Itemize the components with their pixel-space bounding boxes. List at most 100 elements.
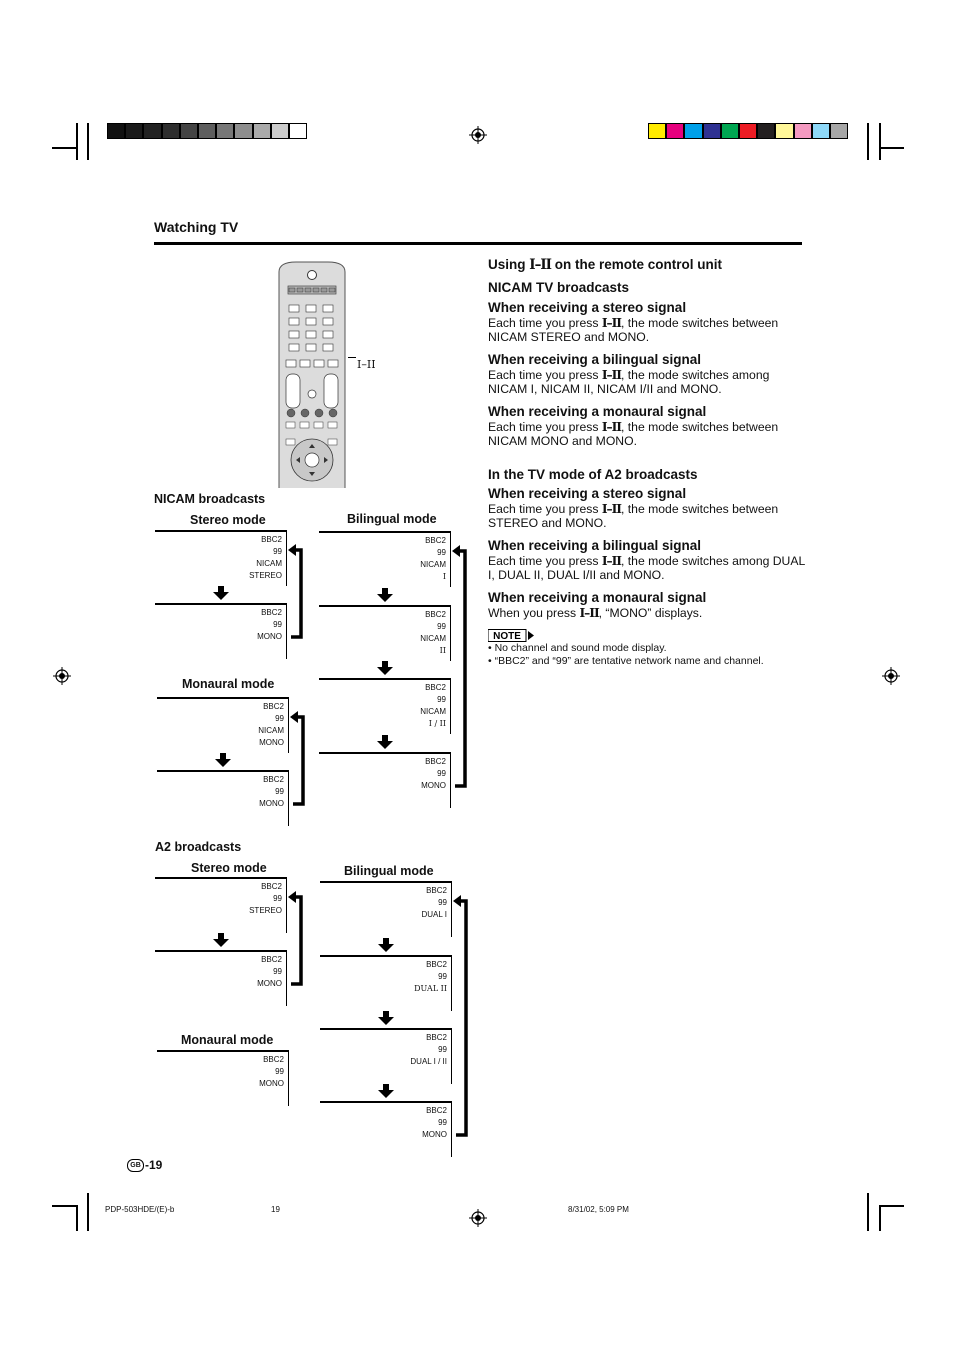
a2-stereo-title: Stereo mode	[191, 861, 267, 875]
i-ii-button-symbol: I–II	[601, 368, 622, 382]
return-loop-arrow-icon	[290, 711, 305, 806]
i-ii-button-symbol: I–II	[601, 554, 622, 568]
osd-line: 99	[438, 1118, 447, 1127]
nicam-heading: NICAM TV broadcasts	[488, 280, 630, 295]
osd-line: 99	[437, 622, 446, 631]
gray-swatch	[270, 123, 289, 139]
crop-mark	[879, 147, 904, 149]
remote-button-callout: I–II	[357, 358, 376, 371]
gray-swatch	[289, 123, 308, 139]
crop-mark	[76, 123, 78, 160]
a2-monaural-text: When you press I–II, “MONO” displays.	[488, 606, 703, 620]
crop-mark	[87, 1193, 89, 1231]
osd-line: NICAM	[256, 559, 282, 568]
color-swatch	[811, 123, 830, 139]
color-swatch	[684, 123, 703, 139]
note-label: NOTE	[493, 631, 521, 642]
down-arrow-icon	[215, 753, 231, 767]
color-swatch	[757, 123, 776, 139]
osd-line: BBC2	[425, 610, 446, 619]
gray-swatch	[234, 123, 253, 139]
osd-line: NICAM	[258, 726, 284, 735]
return-loop-arrow-icon	[452, 545, 467, 788]
region-badge: GB	[127, 1159, 144, 1172]
page-number: -19	[145, 1158, 163, 1172]
remote-control-illustration	[278, 261, 346, 488]
crop-mark	[76, 1205, 78, 1231]
osd-line: 99	[438, 1045, 447, 1054]
osd-line: 99	[438, 898, 447, 907]
crop-mark	[879, 1205, 904, 1207]
osd-line: BBC2	[426, 886, 447, 895]
color-swatch	[720, 123, 739, 139]
down-arrow-icon	[213, 933, 229, 947]
a2-diagram-title: A2 broadcasts	[155, 840, 242, 854]
gray-swatch	[143, 123, 162, 139]
registration-mark-icon	[53, 667, 71, 685]
osd-line: DUAL I / II	[410, 1057, 447, 1066]
down-arrow-icon	[377, 588, 393, 602]
osd-line: 99	[438, 972, 447, 981]
section-title: Watching TV	[154, 219, 239, 235]
gray-swatch	[161, 123, 180, 139]
crop-mark	[52, 147, 77, 149]
osd-line: 99	[275, 1067, 284, 1076]
osd-line: 99	[273, 620, 282, 629]
osd-line: BBC2	[426, 1033, 447, 1042]
a2-bilingual-text: Each time you press I–II, the mode switc…	[488, 554, 805, 582]
osd-line: BBC2	[263, 702, 284, 711]
note-badge: NOTE	[488, 629, 534, 642]
crop-mark	[867, 123, 869, 160]
i-ii-button-symbol: I–II	[579, 606, 599, 620]
down-arrow-icon	[213, 586, 229, 600]
nicam-bilingual-heading: When receiving a bilingual signal	[488, 352, 702, 367]
down-arrow-icon	[377, 661, 393, 675]
nicam-monaural-title: Monaural mode	[182, 677, 275, 691]
return-loop-arrow-icon	[453, 895, 468, 1137]
a2-monaural-heading: When receiving a monaural signal	[488, 590, 707, 605]
osd-line: MONO	[259, 1079, 284, 1088]
nicam-stereo-heading: When receiving a stereo signal	[488, 300, 687, 315]
a2-stereo-text: Each time you press I–II, the mode switc…	[488, 502, 779, 530]
osd-line: MONO	[421, 781, 446, 790]
osd-line: BBC2	[261, 608, 282, 617]
osd-line: 99	[275, 714, 284, 723]
osd-line: BBC2	[261, 955, 282, 964]
crop-mark	[879, 123, 881, 160]
color-swatch	[648, 123, 667, 139]
nicam-bilingual-title: Bilingual mode	[347, 512, 437, 526]
osd-line: I	[442, 572, 446, 581]
osd-line: BBC2	[263, 775, 284, 784]
osd-line: DUAL I	[421, 910, 448, 919]
nicam-stereo-title: Stereo mode	[190, 513, 266, 527]
osd-line: 99	[437, 695, 446, 704]
osd-line: 99	[273, 967, 282, 976]
gray-swatch	[216, 123, 235, 139]
footer-doc-id: PDP-503HDE/(E)-b	[105, 1205, 175, 1214]
nicam-bilingual-text: Each time you press I–II, the mode switc…	[488, 368, 770, 396]
a2-stereo-heading: When receiving a stereo signal	[488, 486, 687, 501]
color-swatch	[702, 123, 721, 139]
down-arrow-icon	[377, 735, 393, 749]
osd-line: DUAL II	[414, 984, 447, 993]
gray-swatch	[107, 123, 126, 139]
osd-line: BBC2	[426, 960, 447, 969]
footer-sheet: 19	[271, 1205, 280, 1214]
osd-line: 99	[273, 894, 282, 903]
crop-mark	[87, 123, 89, 160]
gray-swatch	[252, 123, 271, 139]
i-ii-button-symbol: I–II	[601, 316, 622, 330]
osd-line: NICAM	[420, 560, 446, 569]
note-item: • No channel and sound mode display.	[488, 642, 667, 654]
color-swatch	[739, 123, 758, 139]
